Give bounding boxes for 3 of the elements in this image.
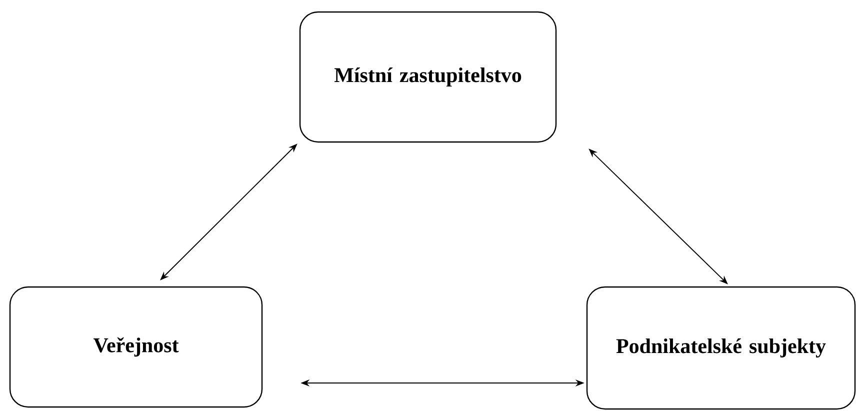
process-box: Podnikatelské subjekty (586, 286, 856, 410)
process-box: Veřejnost (9, 286, 263, 408)
process-box: Místní zastupitelstvo (299, 11, 557, 143)
